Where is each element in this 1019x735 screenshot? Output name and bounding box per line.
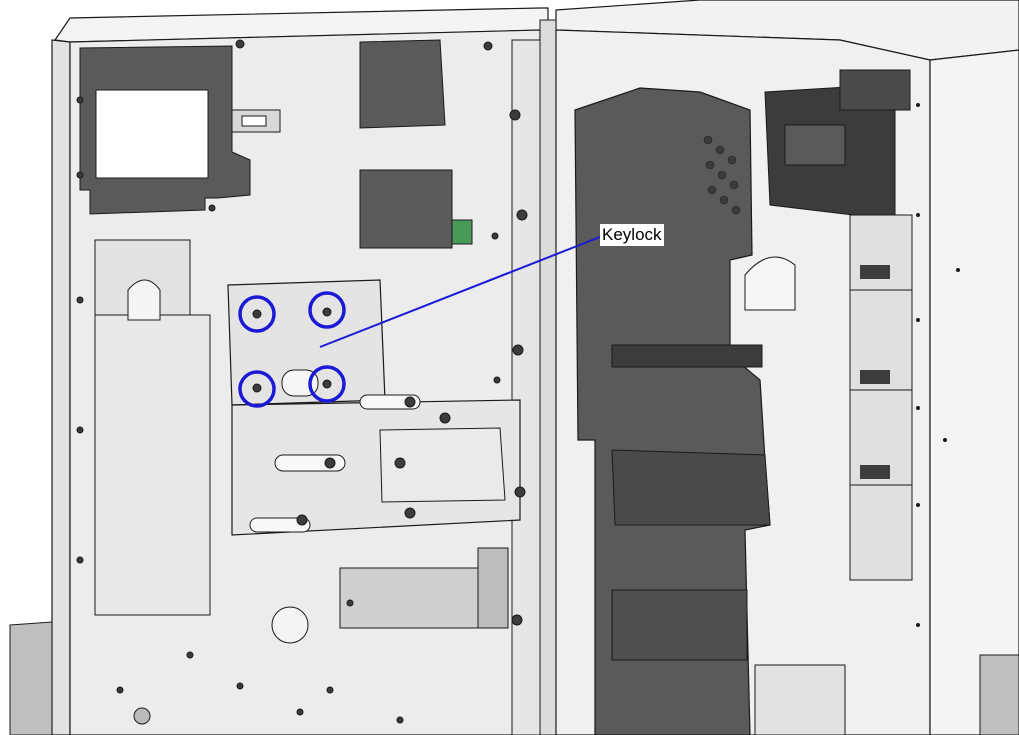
- dispenser-module: [574, 87, 771, 735]
- highlight-circle-bottom-right: [308, 365, 346, 403]
- right-cabinet: [555, 29, 1019, 735]
- highlight-circle-bottom-left: [238, 370, 276, 408]
- highlight-circle-top-left: [238, 295, 276, 333]
- keylock-highlight-circles: [238, 291, 346, 408]
- screw-set: [76, 39, 528, 724]
- keylock-callout-label: Keylock: [600, 224, 664, 246]
- highlight-circle-top-right: [308, 291, 346, 329]
- left-door: [9, 19, 557, 735]
- callout-leader-line: [319, 236, 601, 348]
